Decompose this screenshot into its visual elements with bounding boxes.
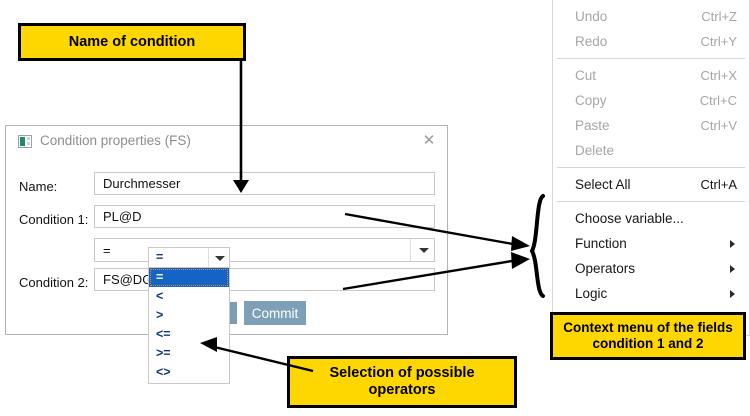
- menu-item-redo: Redo Ctrl+Y: [553, 29, 749, 54]
- condition-1-input[interactable]: PL@D: [94, 205, 435, 228]
- menu-item-label: Function: [575, 236, 627, 251]
- dropdown-option[interactable]: <: [156, 289, 164, 303]
- menu-item-label: Operators: [575, 261, 636, 276]
- chevron-right-icon: [730, 289, 735, 298]
- menu-item-label: Redo: [575, 34, 608, 49]
- dialog-title: Condition properties (FS): [40, 133, 191, 148]
- operator-combobox-value: =: [103, 243, 111, 258]
- menu-item-function[interactable]: Function: [553, 231, 749, 256]
- menu-item-cut: Cut Ctrl+X: [553, 63, 749, 88]
- menu-separator: [557, 201, 745, 202]
- menu-item-shortcut: Ctrl+Z: [701, 9, 737, 24]
- operator-combobox[interactable]: =: [94, 238, 435, 262]
- condition-2-input[interactable]: FS@DG: [94, 268, 435, 291]
- dropdown-option[interactable]: >: [156, 308, 164, 322]
- menu-item-logic[interactable]: Logic: [553, 281, 749, 306]
- name-label: Name:: [19, 179, 58, 194]
- menu-item-copy: Copy Ctrl+C: [553, 88, 749, 113]
- operator-dropdown-head[interactable]: =: [148, 247, 230, 268]
- condition-1-label: Condition 1:: [19, 212, 89, 227]
- operator-dropdown-list[interactable]: =<><=>=<>: [148, 268, 230, 384]
- menu-item-operators[interactable]: Operators: [553, 256, 749, 281]
- context-menu[interactable]: Undo Ctrl+Z Redo Ctrl+Y Cut Ctrl+X Copy Ctrl+C P…: [552, 0, 750, 336]
- operator-dropdown[interactable]: = =<><=>=<>: [148, 247, 230, 384]
- menu-item-shortcut: Ctrl+X: [700, 68, 737, 83]
- menu-item-label: Delete: [575, 143, 615, 158]
- menu-item-choose-variable[interactable]: Choose variable...: [553, 206, 749, 231]
- app-window-icon: [18, 135, 32, 148]
- menu-item-label: Undo: [575, 9, 608, 24]
- dropdown-option[interactable]: =: [149, 268, 229, 287]
- menu-separator: [557, 58, 745, 59]
- menu-item-shortcut: Ctrl+V: [700, 118, 737, 133]
- dropdown-option[interactable]: <=: [156, 327, 171, 341]
- menu-item-label: Logic: [575, 286, 608, 301]
- menu-item-label: Cut: [575, 68, 597, 83]
- name-input[interactable]: Durchmesser: [94, 172, 435, 195]
- chevron-right-icon: [730, 264, 735, 273]
- menu-item-label: Choose variable...: [575, 211, 684, 226]
- menu-item-shortcut: Ctrl+Y: [700, 34, 737, 49]
- chevron-down-icon[interactable]: [410, 239, 434, 261]
- menu-item-label: Paste: [575, 118, 610, 133]
- menu-item-paste: Paste Ctrl+V: [553, 113, 749, 138]
- menu-item-label: Select All: [575, 177, 631, 192]
- menu-item-label: Copy: [575, 93, 607, 108]
- chevron-down-icon[interactable]: [208, 248, 229, 267]
- menu-item-delete: Delete: [553, 138, 749, 163]
- chevron-right-icon: [730, 239, 735, 248]
- operator-dropdown-value: =: [156, 250, 164, 264]
- condition-2-label: Condition 2:: [19, 275, 89, 290]
- dropdown-option[interactable]: <>: [156, 365, 171, 379]
- menu-item-undo: Undo Ctrl+Z: [553, 4, 749, 29]
- dialog-titlebar: Condition properties (FS) ✕: [6, 126, 447, 158]
- callout-name-of-condition: Name of condition: [18, 23, 246, 61]
- dropdown-option[interactable]: >=: [156, 346, 171, 360]
- menu-separator: [557, 167, 745, 168]
- menu-item-select-all[interactable]: Select All Ctrl+A: [553, 172, 749, 197]
- context-menu-brace: [529, 194, 545, 298]
- menu-item-shortcut: Ctrl+C: [699, 93, 737, 108]
- menu-item-shortcut: Ctrl+A: [700, 177, 737, 192]
- close-icon[interactable]: ✕: [422, 132, 436, 149]
- commit-button[interactable]: Commit: [244, 301, 306, 325]
